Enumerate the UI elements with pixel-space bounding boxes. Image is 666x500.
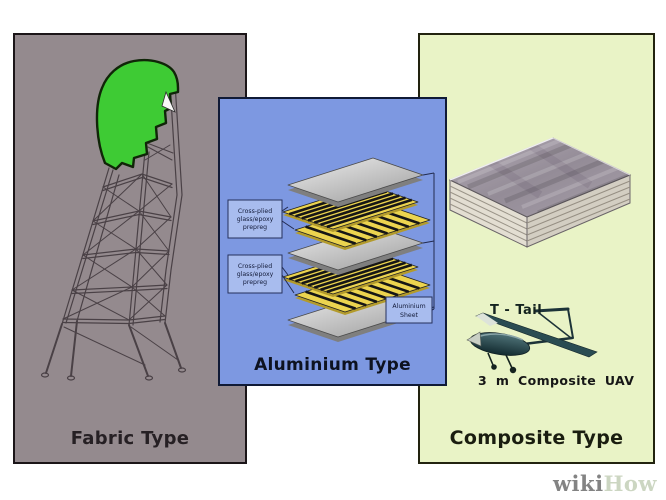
aluminium-type-caption: Aluminium Type xyxy=(254,355,411,375)
wikihow-watermark-wiki: wiki xyxy=(552,471,604,496)
metal-sheet-stack xyxy=(448,137,632,248)
svg-text:Cross-plied: Cross-plied xyxy=(238,263,272,270)
svg-text:Aluminium: Aluminium xyxy=(392,303,425,310)
wikihow-watermark-how: How xyxy=(603,471,657,496)
t-tail-label: T - Tail xyxy=(490,303,543,318)
laminate-stack-diagram: Cross-plied glass/epoxy prepreg Cross-pl… xyxy=(227,157,435,342)
wikihow-watermark: wikiHow xyxy=(553,471,657,496)
aluminium-sheet-callout: Aluminium Sheet xyxy=(385,296,433,324)
fabric-type-panel: Fabric Type xyxy=(13,33,247,464)
white-fabric-flap xyxy=(161,90,176,113)
prepreg-callout-top: Cross-plied glass/epoxy prepreg xyxy=(227,199,295,239)
fabric-type-caption: Fabric Type xyxy=(70,428,190,449)
svg-text:prepreg: prepreg xyxy=(243,279,267,286)
svg-text:glass/epoxy: glass/epoxy xyxy=(237,271,274,278)
composite-type-caption: Composite Type xyxy=(449,427,624,449)
prepreg-callout-bottom: Cross-plied glass/epoxy prepreg xyxy=(227,254,295,294)
composite-panel-drawing xyxy=(448,137,632,374)
uav-drawing xyxy=(466,307,598,374)
aluminium-type-panel: Cross-plied glass/epoxy prepreg Cross-pl… xyxy=(218,97,447,386)
svg-text:prepreg: prepreg xyxy=(243,224,267,231)
uav-size-caption: 3 m Composite UAV xyxy=(478,373,635,388)
svg-text:Cross-plied: Cross-plied xyxy=(238,208,272,215)
green-fabric-covering xyxy=(95,58,180,171)
svg-text:glass/epoxy: glass/epoxy xyxy=(237,216,274,223)
svg-text:Sheet: Sheet xyxy=(400,312,418,319)
t-tail-structure xyxy=(533,307,574,339)
fabric-structure-drawing xyxy=(40,58,187,381)
composite-type-panel: T - Tail 3 m Composite UAV Composite Typ… xyxy=(418,33,655,464)
